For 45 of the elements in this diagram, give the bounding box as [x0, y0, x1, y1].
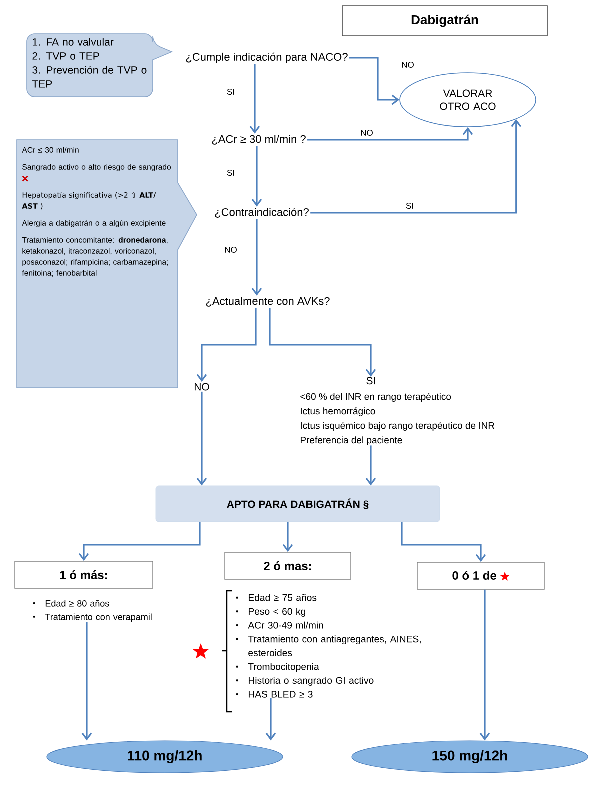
arrow [269, 308, 376, 377]
arrow [308, 127, 474, 141]
criteria-box: 1 ó más: [14, 561, 154, 589]
result-box: APTO PARA DABIGATRÁN § [156, 486, 440, 522]
bullet-list: Edad ≥ 80 años Tratamiento con verapamil [33, 600, 152, 622]
arrow [250, 64, 260, 134]
node-label: ACr 30-49 ml/min [248, 622, 324, 629]
node-label: Tratamiento con antiagregantes, AINES, esteroides [248, 636, 421, 656]
arrow [266, 698, 276, 741]
edge-label: SI [226, 88, 236, 96]
criteria-box: 2 ó mas: [224, 552, 352, 580]
arrow [310, 119, 522, 214]
node-label: Historia o sangrado GI activo [248, 677, 374, 686]
title-box: Dabigatrán [342, 6, 548, 36]
answer-text: SI <60 % del INR en rango terapéutico Ictus hemorrágico Ictus isquémico bajo rango terapéutico de INR Preferencia del paciente [300, 377, 495, 446]
arrow [480, 590, 490, 741]
node-label: Edad ≥ 75 años [248, 594, 317, 602]
arrow [282, 522, 294, 552]
node-label: Peso < 60 kg [248, 608, 306, 617]
edge-label: SI [226, 169, 236, 178]
criteria-box: 0 ó 1 de [417, 562, 545, 590]
arrow [78, 522, 201, 562]
arrow [82, 622, 92, 741]
arrow [252, 219, 262, 296]
edge-label: NO [224, 246, 238, 254]
arrow [196, 392, 208, 486]
bullet-list: Edad ≥ 75 años Peso < 60 kg ACr 30-49 ml/min Tratamiento con antiagregantes, AINES, esteroides Trombocitopenia Historia o sangrado GI activo HAS BLED ≥ 3 [236, 594, 421, 698]
arrow [401, 522, 486, 562]
node-label: Trombocitopenia [248, 663, 320, 672]
edge-label: NO [360, 129, 374, 137]
arrow [350, 57, 400, 106]
arrow [366, 446, 376, 486]
node-label: Tratamiento con verapamil [45, 614, 152, 622]
arrow [252, 146, 262, 207]
node-label: HAS BLED ≥ 3 [248, 691, 313, 698]
arrow [196, 308, 257, 382]
question-text: ¿Actualmente con AVKs? [206, 297, 330, 307]
answer-text: NO [195, 383, 210, 391]
node-label: Edad ≥ 80 años [46, 600, 110, 607]
callout-bubble: 1. FA no valvular 2. TVP o TEP 3. Prevención de TVP o TEP [26, 34, 172, 98]
edge-label: SI [405, 202, 416, 210]
question-text: ¿Contraindicación? [215, 208, 309, 218]
question-text: ¿ACr ≥ 30 ml/min ? [212, 135, 306, 145]
edge-label: NO [400, 61, 416, 69]
question-text: ¿Cumple indicación para NACO? [186, 52, 348, 64]
